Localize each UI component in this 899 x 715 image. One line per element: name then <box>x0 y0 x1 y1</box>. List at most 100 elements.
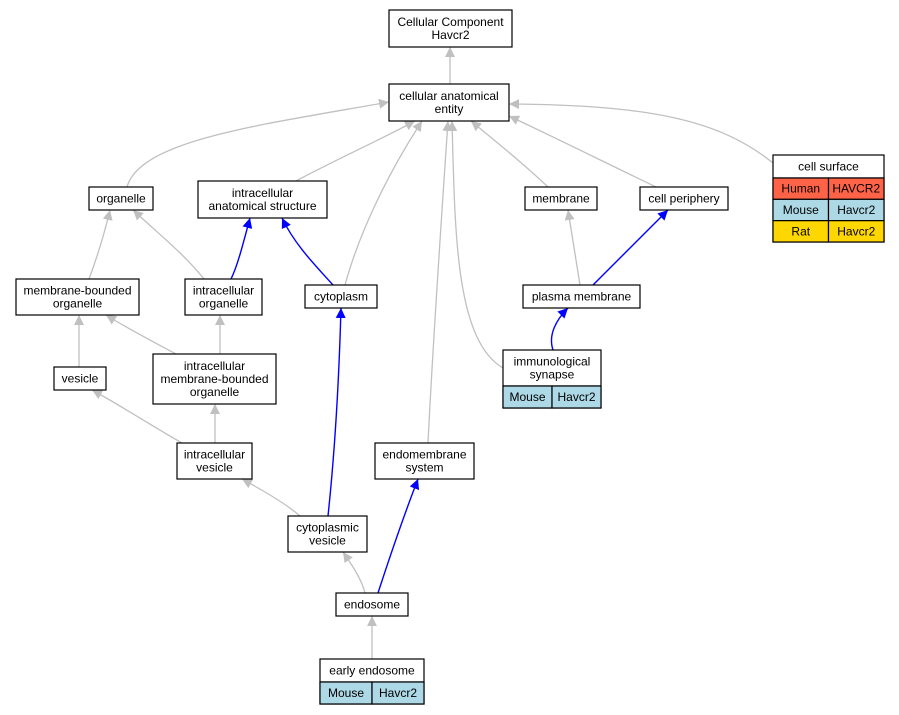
edge-cv-to-cytoplasm <box>327 307 346 517</box>
edge-endomem-to-cae <box>427 120 453 444</box>
node-label: cell surface <box>798 160 859 174</box>
edge-cytoplasm-to-cae <box>344 120 423 286</box>
edge-cellsurface-to-cae <box>508 99 774 164</box>
node-box <box>374 442 475 480</box>
node-label: plasma membrane <box>532 290 632 304</box>
node-label: intracellular <box>184 359 245 373</box>
node-label: organelle <box>199 297 249 311</box>
node-label: membrane <box>532 192 590 206</box>
edge-io-to-ias <box>230 217 253 280</box>
edge-immsyn-to-pm <box>550 307 569 351</box>
node-box <box>304 284 378 309</box>
node-label: synapse <box>530 368 575 382</box>
edge-cv-to-iv <box>241 478 301 517</box>
edge-endosome-to-endomem <box>377 478 420 594</box>
node-box <box>15 278 140 316</box>
node-organelle[interactable]: organelle <box>88 186 154 211</box>
node-label: vesicle <box>196 461 233 475</box>
node-label: cytoplasm <box>314 290 368 304</box>
node-label: early endosome <box>329 664 415 678</box>
node-box <box>184 278 263 316</box>
edge-cytoplasm-to-ias <box>281 217 334 286</box>
node-label: vesicle <box>309 534 346 548</box>
node-label: membrane-bounded <box>160 372 268 386</box>
node-label: cellular anatomical <box>399 89 498 103</box>
node-pm[interactable]: plasma membrane <box>522 284 641 309</box>
node-label: Cellular Component <box>397 15 504 29</box>
species-label: Mouse <box>783 203 819 217</box>
node-label: Havcr2 <box>431 28 469 42</box>
species-label: Human <box>781 182 820 196</box>
node-box <box>335 592 409 617</box>
node-cytoplasm[interactable]: cytoplasm <box>304 284 378 309</box>
species-label: Mouse <box>509 390 545 404</box>
edge-mbo-to-organelle <box>88 209 113 280</box>
node-label: vesicle <box>62 372 99 386</box>
node-vesicle[interactable]: vesicle <box>53 366 107 391</box>
node-label: endomembrane <box>382 448 466 462</box>
edge-ias-to-cae <box>295 120 416 182</box>
edge-organelle-to-cae <box>126 98 390 188</box>
gene-cell <box>827 220 885 243</box>
node-box <box>176 442 253 480</box>
node-label: organelle <box>53 297 103 311</box>
node-box <box>639 186 729 211</box>
gene-cell <box>371 681 425 705</box>
edge-pm-to-membrane <box>564 209 581 286</box>
edge-imbo-to-mbo <box>105 314 177 355</box>
gene-label: Havcr2 <box>837 203 875 217</box>
node-label: intracellular <box>232 186 293 200</box>
node-endosome[interactable]: endosome <box>335 592 409 617</box>
edge-endosome-to-cv <box>342 551 366 594</box>
node-membrane[interactable]: membrane <box>524 186 598 211</box>
edge-iv-to-vesicle <box>91 389 183 444</box>
gene-label: Havcr2 <box>379 686 417 700</box>
node-label: endosome <box>344 598 400 612</box>
node-label: organelle <box>190 385 240 399</box>
node-cellperiph[interactable]: cell periphery <box>639 186 729 211</box>
gene-cell <box>551 385 602 409</box>
gene-label: Havcr2 <box>837 224 875 238</box>
node-label: membrane-bounded <box>23 284 131 298</box>
node-label: system <box>405 461 443 475</box>
gene-label: Havcr2 <box>557 390 595 404</box>
node-box <box>287 515 368 553</box>
node-label: anatomical structure <box>208 199 316 213</box>
node-label: intracellular <box>184 448 245 462</box>
node-label: cell periphery <box>648 192 719 206</box>
node-box <box>197 180 328 219</box>
node-label: organelle <box>96 192 146 206</box>
node-box <box>53 366 107 391</box>
edge-immsyn-to-cae <box>447 120 504 369</box>
species-label: Mouse <box>328 686 364 700</box>
node-box <box>88 186 154 211</box>
node-box <box>522 284 641 309</box>
node-label: immunological <box>514 355 591 369</box>
node-box <box>388 9 513 48</box>
edges-layer <box>74 47 774 659</box>
edge-cellperiph-to-cae <box>508 115 657 188</box>
edge-io-to-organelle <box>132 209 205 280</box>
edge-pm-to-cellperiph <box>592 209 669 286</box>
edge-membrane-to-cae <box>470 120 549 188</box>
node-box <box>524 186 598 211</box>
species-label: Rat <box>791 224 810 238</box>
node-box <box>152 353 277 405</box>
node-box <box>388 83 510 122</box>
gene-label: HAVCR2 <box>832 182 880 196</box>
node-label: intracellular <box>193 284 254 298</box>
node-label: entity <box>435 102 464 116</box>
